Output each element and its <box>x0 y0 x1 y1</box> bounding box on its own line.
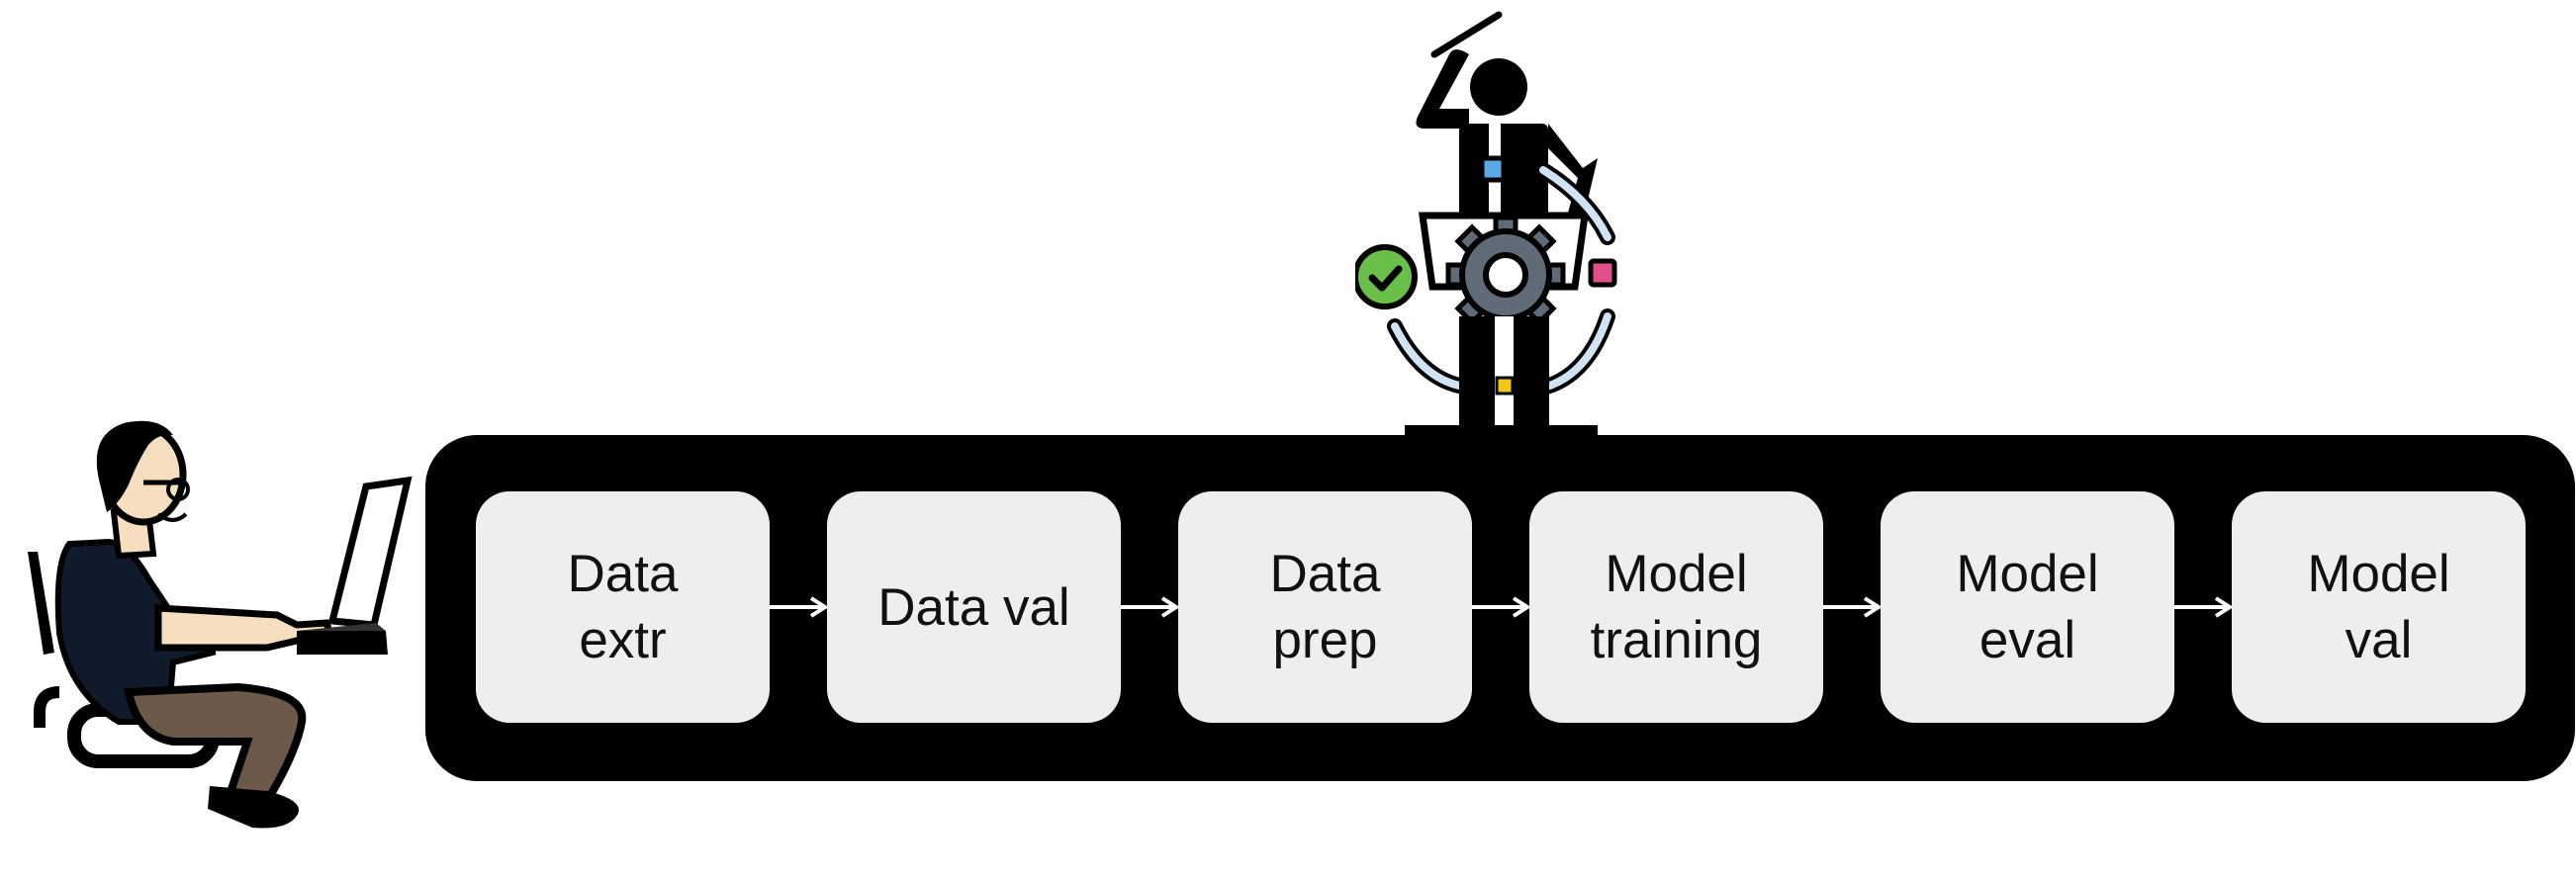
stage-label: Model eval <box>1956 545 2099 669</box>
ml-engineer-gear-icon <box>1355 11 1617 440</box>
stage-label: Model val <box>2307 545 2450 669</box>
stage-model-validation: Model val <box>2232 491 2526 723</box>
stage-model-evaluation: Model eval <box>1881 491 2174 723</box>
stage-label: Data extr <box>567 545 679 669</box>
stage-label: Data val <box>877 577 1070 637</box>
stage-data-validation: Data val <box>827 491 1121 723</box>
stage-model-training: Model training <box>1529 491 1823 723</box>
arrow-right-icon <box>1823 596 1883 618</box>
person-at-laptop-icon <box>28 420 413 829</box>
arrow-right-icon <box>1121 596 1180 618</box>
arrow-right-icon <box>770 596 829 618</box>
stage-label: Model training <box>1590 545 1763 669</box>
stage-label: Data prep <box>1269 545 1381 669</box>
arrow-right-icon <box>1472 596 1531 618</box>
stage-data-extraction: Data extr <box>476 491 770 723</box>
stage-data-preparation: Data prep <box>1178 491 1472 723</box>
pipeline-container: Data extr Data val Data prep Model train… <box>425 435 2575 781</box>
arrow-right-icon <box>2174 596 2234 618</box>
